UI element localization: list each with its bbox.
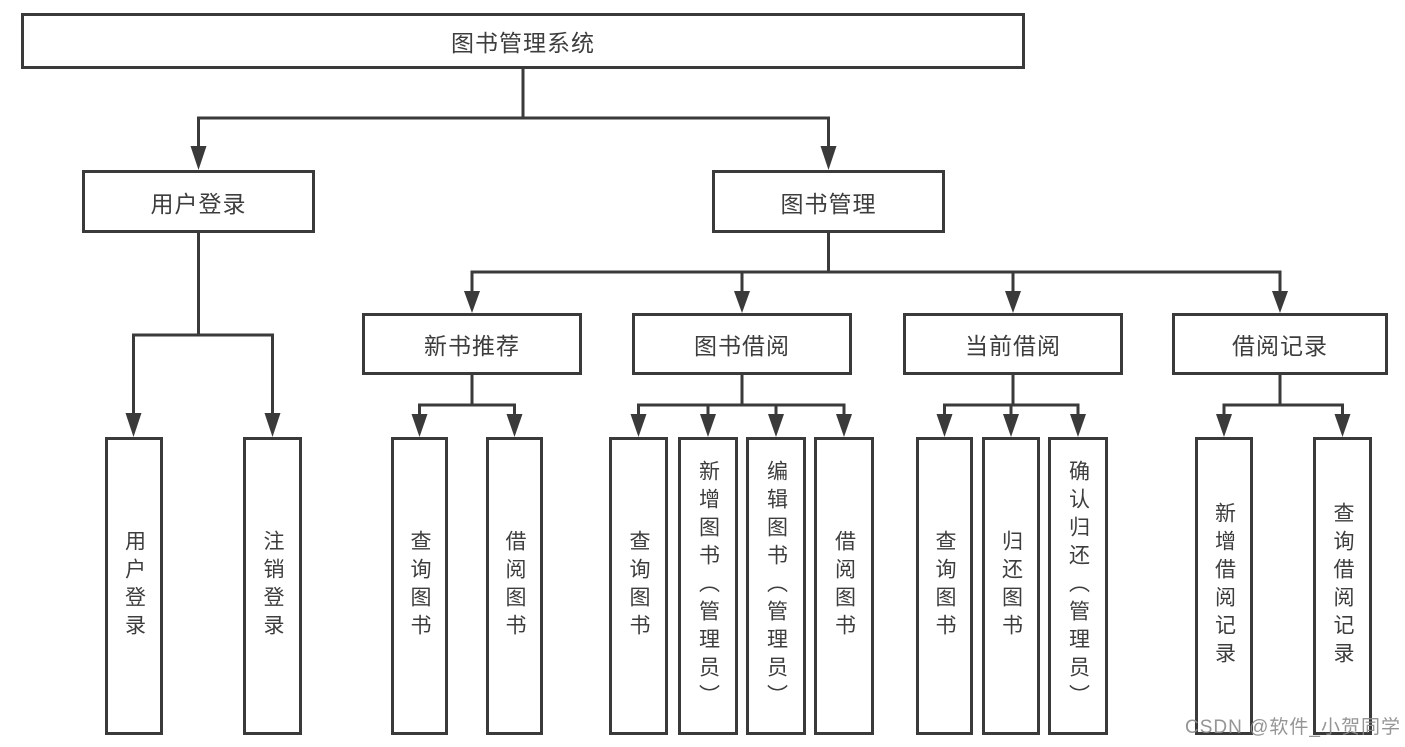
node-label: 借阅图书: [832, 530, 856, 642]
node-label: 图书借阅: [694, 333, 790, 359]
leaf-recommend-query-books: 查询图书: [391, 437, 448, 735]
leaf-confirm-return-admin: 确认归还（管理员）: [1048, 437, 1108, 735]
leaf-current-query-books: 查询图书: [916, 437, 973, 735]
leaf-user-login: 用户登录: [105, 437, 163, 735]
node-label: 新增图书（管理员）: [696, 460, 720, 712]
node-label: 新增借阅记录: [1212, 502, 1236, 670]
node-label: 归还图书: [999, 530, 1023, 642]
node-label: 用户登录: [150, 190, 247, 217]
leaf-add-books-admin: 新增图书（管理员）: [678, 437, 738, 735]
node-label: 查询图书: [933, 530, 956, 642]
leaf-borrowing-borrow-books: 借阅图书: [814, 437, 874, 735]
node-label: 当前借阅: [965, 333, 1061, 359]
node-book-borrowing: 图书借阅: [632, 313, 852, 375]
node-label: 借阅记录: [1232, 333, 1328, 359]
node-label: 查询图书: [408, 530, 431, 642]
node-current-borrowing: 当前借阅: [903, 313, 1123, 375]
node-label: 图书管理: [780, 190, 877, 217]
node-label: 确认归还（管理员）: [1066, 460, 1090, 712]
arrowheads: [125, 146, 1351, 437]
node-label: 查询借阅记录: [1331, 502, 1354, 670]
leaf-edit-books-admin: 编辑图书（管理员）: [746, 437, 806, 735]
leaf-return-books: 归还图书: [982, 437, 1040, 735]
leaf-logout: 注销登录: [243, 437, 302, 735]
node-user-login: 用户登录: [82, 170, 315, 233]
node-label: 用户登录: [122, 530, 146, 642]
node-borrow-records: 借阅记录: [1172, 313, 1388, 375]
csdn-watermark: CSDN @软件_小贺同学: [1185, 717, 1401, 738]
leaf-query-borrow-record: 查询借阅记录: [1313, 437, 1372, 735]
node-label: 注销登录: [261, 530, 284, 642]
node-label: 查询图书: [627, 530, 650, 642]
node-label: 图书管理系统: [451, 30, 595, 56]
leaf-recommend-borrow-books: 借阅图书: [486, 437, 543, 735]
node-label: 借阅图书: [503, 530, 526, 642]
leaf-add-borrow-record: 新增借阅记录: [1195, 437, 1253, 735]
node-label: 新书推荐: [424, 333, 520, 359]
leaf-borrowing-query-books: 查询图书: [609, 437, 668, 735]
node-new-book-recommend: 新书推荐: [362, 313, 582, 375]
node-book-management: 图书管理: [712, 170, 945, 233]
node-label: 编辑图书（管理员）: [764, 460, 788, 712]
node-root-system: 图书管理系统: [21, 13, 1025, 69]
